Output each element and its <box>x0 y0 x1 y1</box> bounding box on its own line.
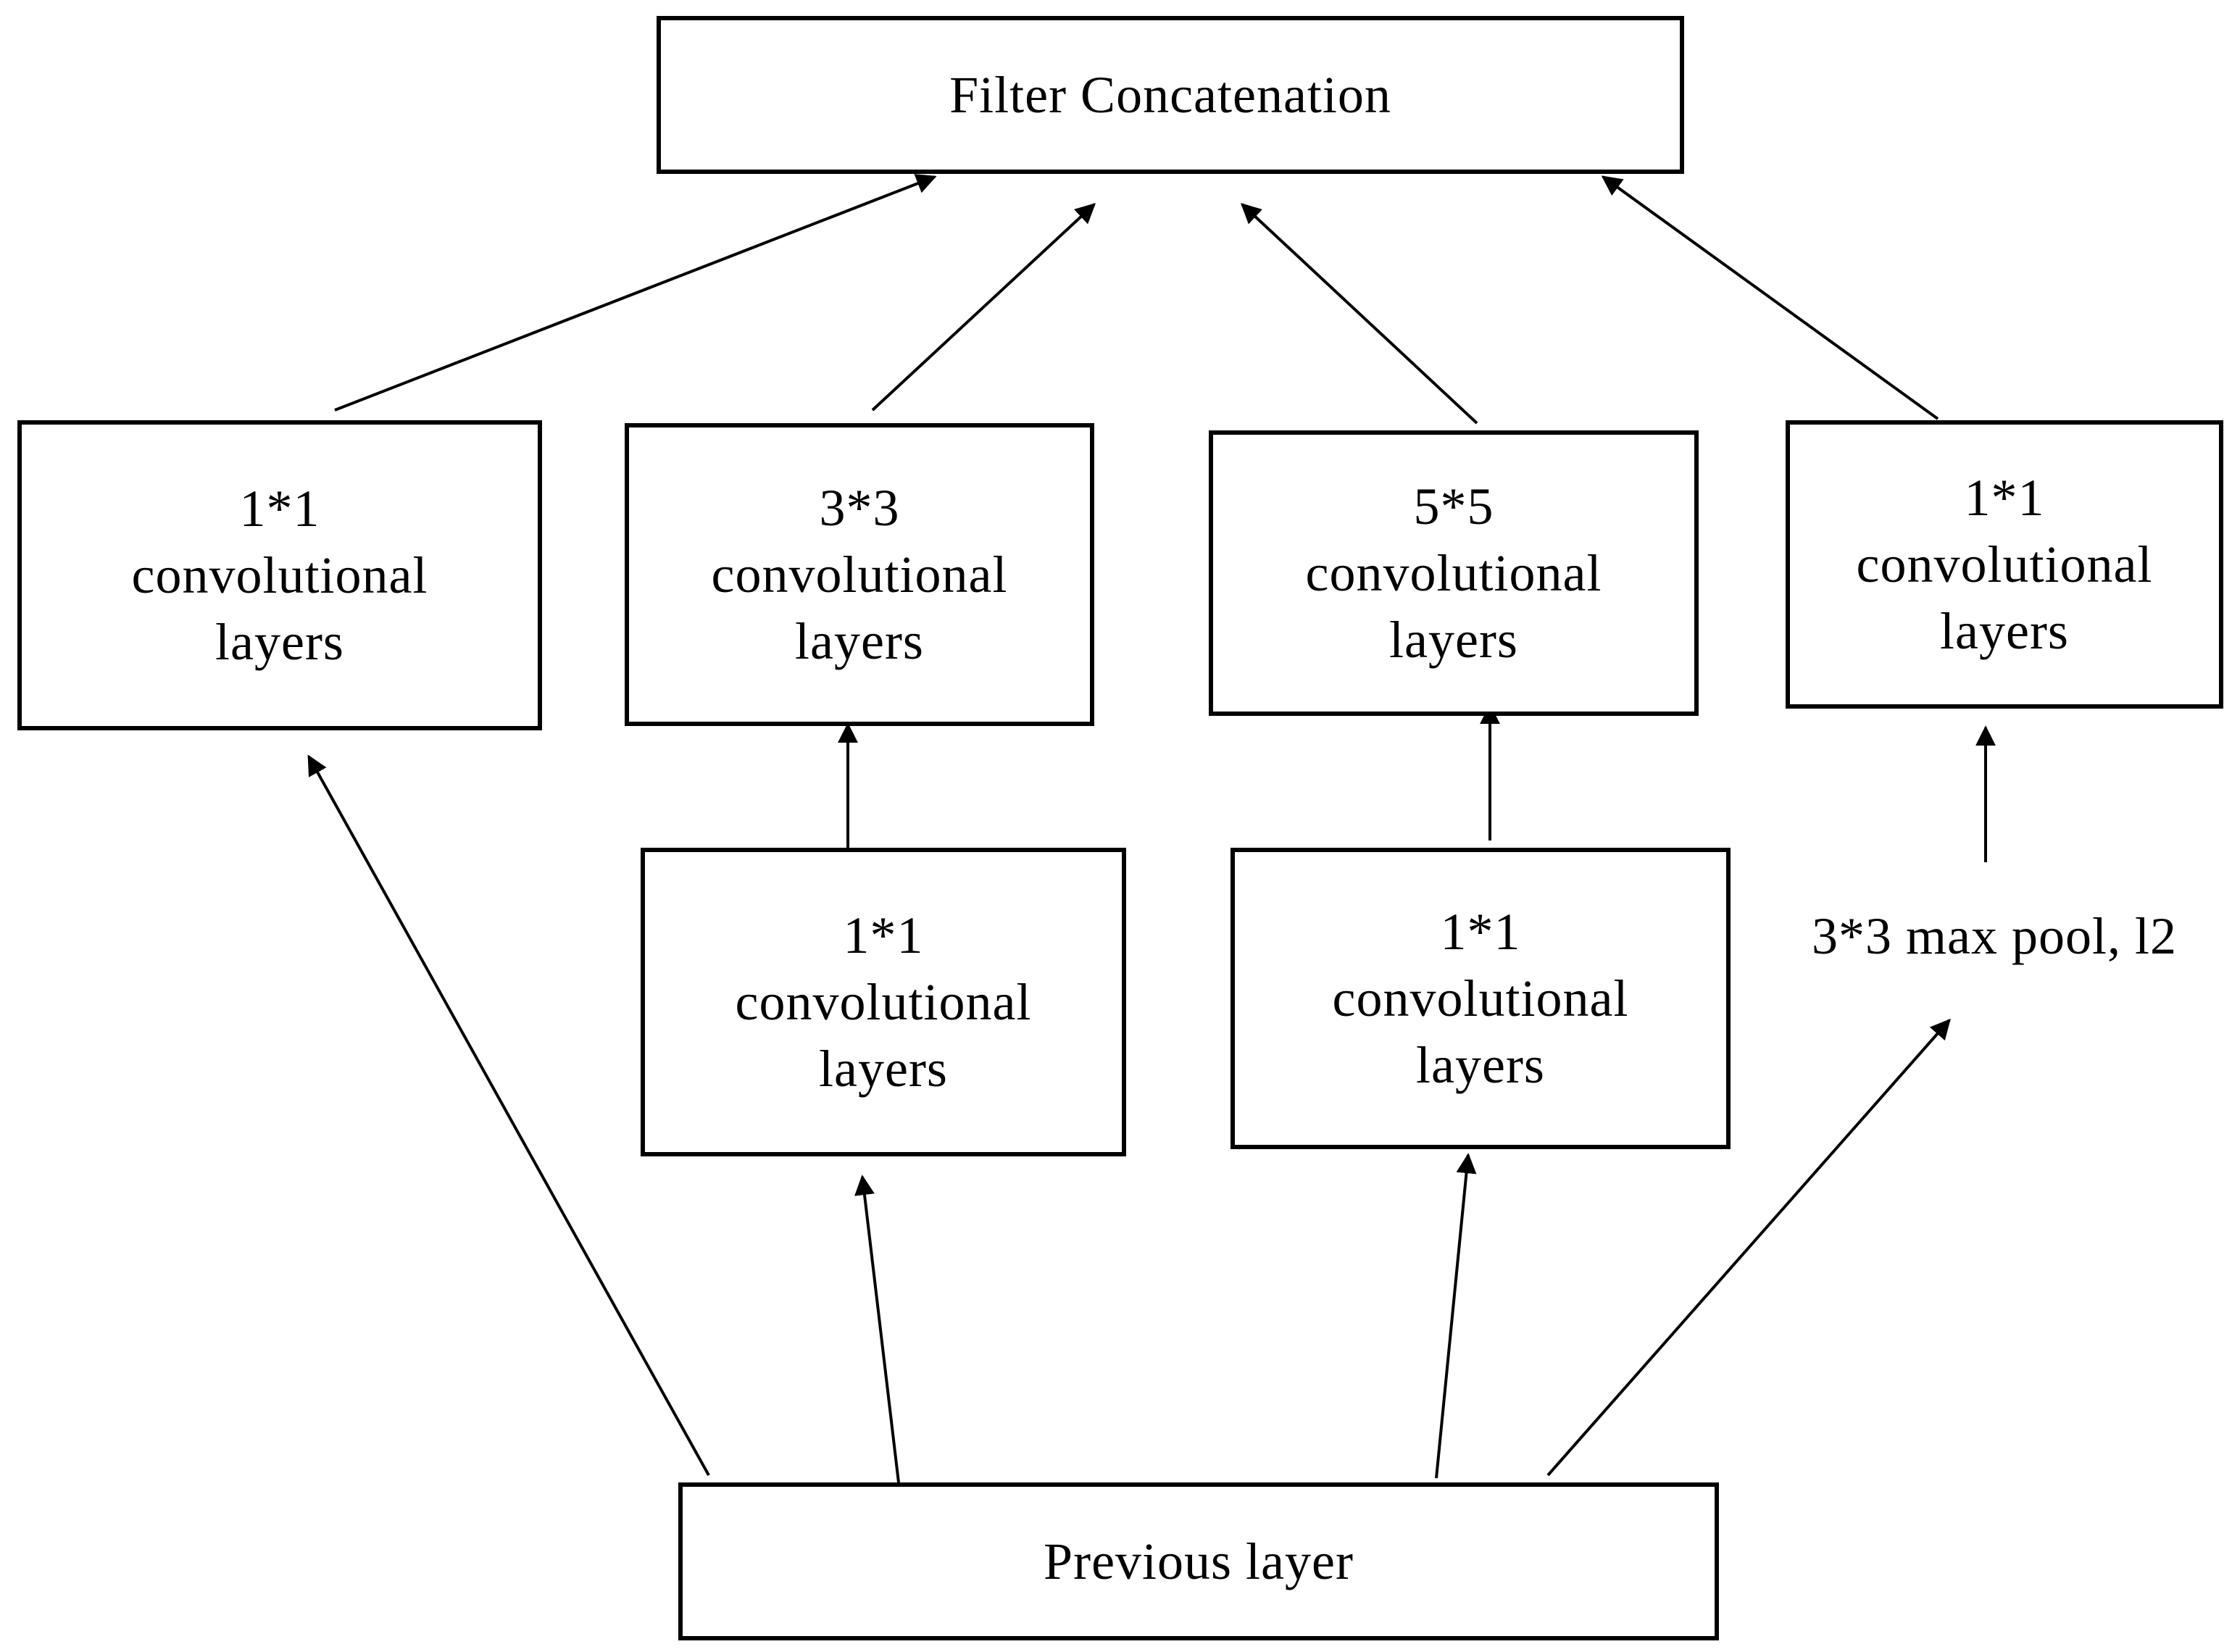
branch1-type-label: convolutional <box>131 546 428 604</box>
branch4-layers-label: layers <box>1940 602 2069 660</box>
reduce1-layers-label: layers <box>819 1040 948 1098</box>
branch3-kernel-label: 5*5 <box>1413 477 1494 535</box>
arrow-prev-to-lower2 <box>1435 1153 1477 1479</box>
reduce1-conv-1x1-box: 1*1 convolutional layers <box>641 848 1126 1156</box>
reduce1-type-label: convolutional <box>735 973 1032 1031</box>
branch2-kernel-label: 3*3 <box>819 479 900 537</box>
arrow-prev-to-branch1 <box>307 754 710 1476</box>
arrow-branch1-to-concat <box>334 174 937 412</box>
max-pool-label: 3*3 max pool, l2 <box>1812 907 2177 965</box>
branch2-type-label: convolutional <box>711 546 1008 604</box>
reduce2-kernel-label: 1*1 <box>1440 903 1521 961</box>
arrow-prev-to-pool <box>1546 1018 1951 1477</box>
branch2-layers-label: layers <box>795 612 924 670</box>
arrow-branch2-to-concat <box>871 203 1096 412</box>
previous-layer-box: Previous layer <box>678 1482 1719 1640</box>
branch1-conv-1x1-box: 1*1 convolutional layers <box>17 420 542 730</box>
branch3-conv-5x5-box: 5*5 convolutional layers <box>1209 430 1699 716</box>
branch4-type-label: convolutional <box>1856 535 2153 593</box>
reduce2-layers-label: layers <box>1416 1036 1545 1094</box>
branch4-conv-1x1-box: 1*1 convolutional layers <box>1786 420 2223 709</box>
arrow-branch4-to-concat <box>1601 175 1939 420</box>
arrow-branch3-to-concat <box>1240 203 1478 425</box>
reduce2-type-label: convolutional <box>1332 969 1629 1027</box>
branch3-type-label: convolutional <box>1305 544 1602 602</box>
branch1-layers-label: layers <box>215 613 344 671</box>
branch2-conv-3x3-box: 3*3 convolutional layers <box>625 423 1094 726</box>
reduce1-kernel-label: 1*1 <box>843 906 924 964</box>
reduce2-conv-1x1-box: 1*1 convolutional layers <box>1230 848 1731 1149</box>
filter-concatenation-label: Filter Concatenation <box>949 66 1391 124</box>
filter-concatenation-box: Filter Concatenation <box>657 16 1684 174</box>
arrow-prev-to-lower1 <box>854 1175 900 1483</box>
branch4-kernel-label: 1*1 <box>1964 469 2045 527</box>
branch3-layers-label: layers <box>1389 611 1518 669</box>
branch1-kernel-label: 1*1 <box>239 480 320 538</box>
previous-layer-label: Previous layer <box>1044 1532 1354 1590</box>
